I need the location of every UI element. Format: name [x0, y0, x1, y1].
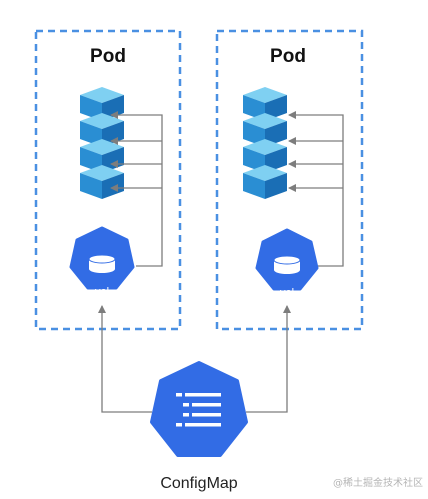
container-cube-icon [80, 165, 124, 199]
container-stack [243, 87, 287, 199]
volume-icon: vol [255, 228, 319, 299]
pod-left: Pod [34, 29, 182, 331]
disk-icon [88, 254, 116, 273]
list-icon [176, 393, 221, 427]
volume-icon: vol [69, 226, 135, 298]
disk-icon [273, 255, 301, 274]
pod-title: Pod [90, 46, 126, 67]
mount-arrows [288, 111, 344, 267]
configmap-node: ConfigMap [150, 361, 248, 492]
volume-label: vol [95, 286, 109, 298]
configmap-heptagon [150, 361, 248, 457]
pod-boundary [34, 29, 182, 331]
mount-arrows [110, 111, 163, 267]
configmap-arrow-right [246, 305, 291, 413]
volume-label: vol [280, 287, 294, 299]
configmap-arrows [98, 305, 291, 413]
configmap-arrow-left [98, 305, 152, 413]
mount-arrow [288, 111, 344, 267]
container-cube-icon [80, 87, 124, 121]
mount-arrow [110, 111, 163, 267]
pod-right: Pod [215, 29, 364, 331]
container-cube-icon [243, 139, 287, 173]
pod-title: Pod [270, 46, 306, 67]
pod-boundary [215, 29, 364, 331]
configmap-label: ConfigMap [160, 475, 237, 492]
container-stack [80, 87, 124, 199]
container-cube-icon [243, 87, 287, 121]
watermark: @稀土掘金技术社区 [333, 476, 423, 489]
container-cube-icon [243, 165, 287, 199]
container-cube-icon [243, 113, 287, 147]
